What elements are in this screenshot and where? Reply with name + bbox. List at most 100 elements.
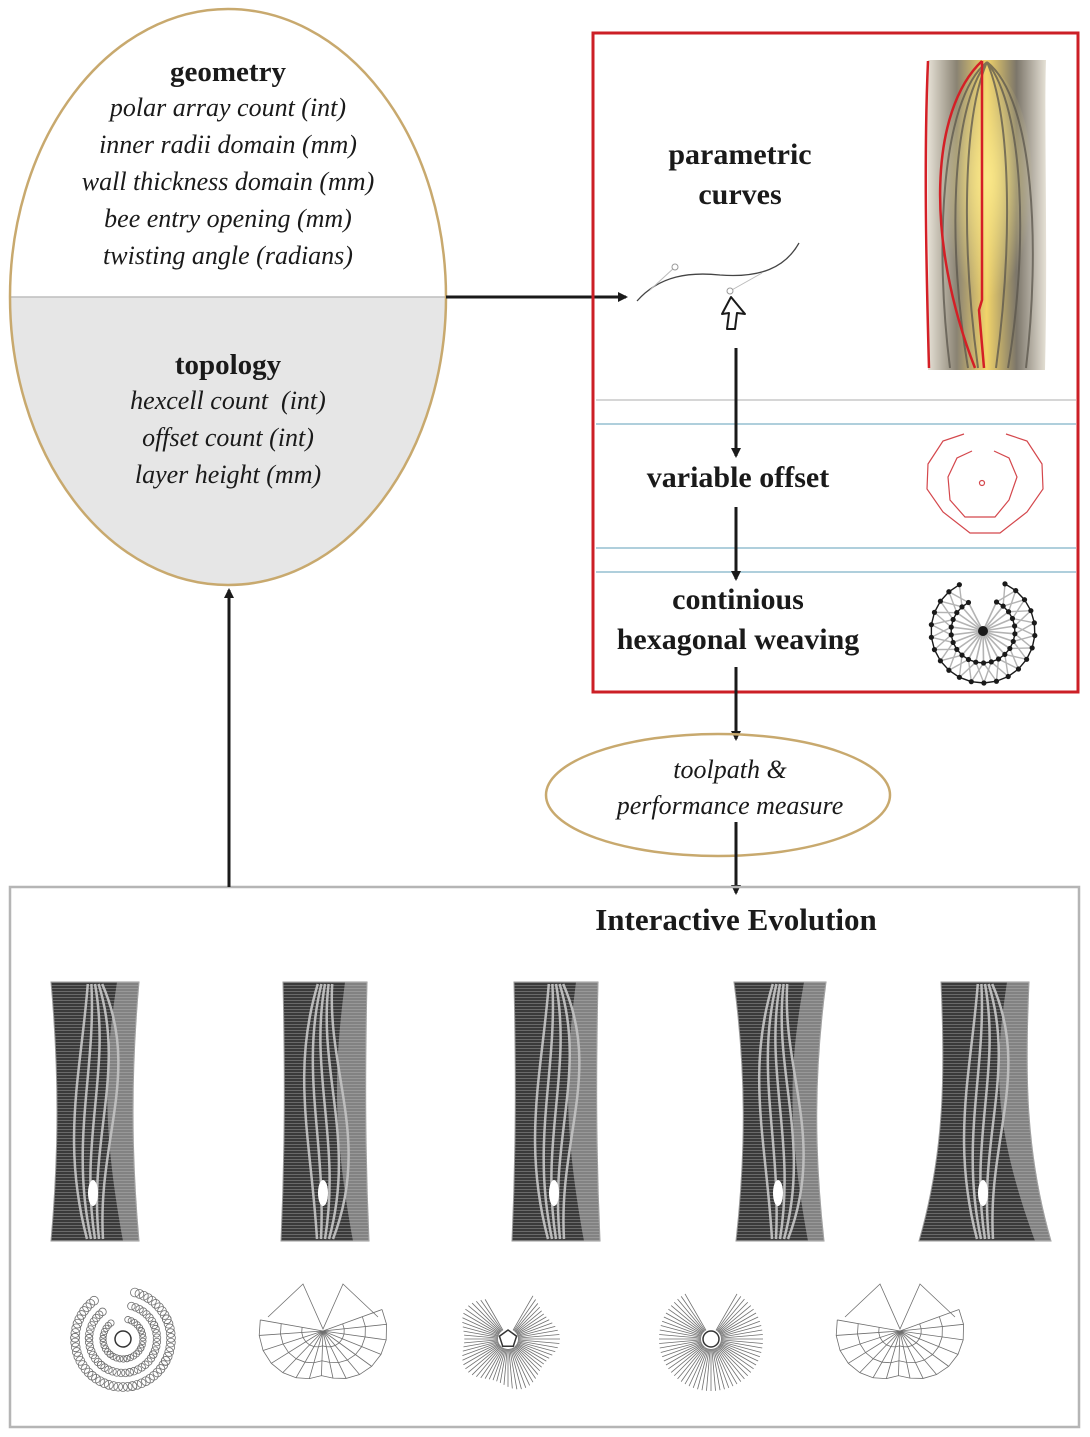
weave-node xyxy=(965,656,972,663)
bee-entry-opening xyxy=(549,1180,559,1206)
topology-param: offset count (int) xyxy=(142,423,314,452)
weave-node xyxy=(1000,603,1006,609)
evolution-column-5 xyxy=(918,981,1052,1242)
bee-entry-opening xyxy=(88,1180,98,1206)
weave-node xyxy=(1021,597,1028,603)
weave-node xyxy=(959,652,965,658)
offset-decagon-icon xyxy=(926,433,1044,534)
weave-spoke xyxy=(982,630,1011,650)
weave-link xyxy=(1011,599,1026,619)
weave-link xyxy=(931,626,952,638)
weave-node xyxy=(1028,608,1034,614)
weave-spoke xyxy=(975,630,984,663)
weave-spoke xyxy=(956,611,984,632)
weave-link xyxy=(958,584,963,607)
weave-spoke xyxy=(982,601,998,632)
weave-node xyxy=(954,646,960,652)
weave-link xyxy=(1012,617,1035,624)
weave-node xyxy=(1015,666,1022,672)
evolution-plan-5 xyxy=(835,1283,964,1379)
toolpath-line: performance measure xyxy=(616,791,844,820)
weave-node xyxy=(954,610,960,616)
weave-spoke xyxy=(982,630,985,664)
weave-node xyxy=(946,667,952,673)
topology-param: hexcell count (int) xyxy=(130,386,326,415)
weave-node xyxy=(993,678,1000,684)
step-label: variable offset xyxy=(646,461,830,494)
weave-spoke xyxy=(952,618,984,632)
weave-link xyxy=(948,591,969,604)
weave-spoke xyxy=(982,630,1000,660)
weave-node xyxy=(956,582,962,588)
topology-title: topology xyxy=(174,349,282,381)
weave-node xyxy=(965,599,972,606)
geometry-param: twisting angle (radians) xyxy=(103,241,353,270)
weave-spoke xyxy=(982,605,1004,632)
weave-link xyxy=(948,649,958,671)
weave-node xyxy=(988,659,994,665)
weave-spoke xyxy=(961,606,984,632)
weave-node xyxy=(1031,620,1037,626)
weave-link xyxy=(1004,654,1009,677)
evolution-column-1 xyxy=(50,981,140,1242)
weave-spoke xyxy=(982,630,1006,655)
weave-spoke xyxy=(951,630,984,636)
weave-link xyxy=(931,624,952,636)
weave-link xyxy=(1002,583,1006,607)
weave-link xyxy=(1008,609,1031,613)
weave-spoke xyxy=(967,602,984,632)
weave-node xyxy=(928,634,934,640)
weave-link xyxy=(998,658,1019,670)
evolution-plan-2 xyxy=(258,1283,387,1379)
weave-link xyxy=(948,591,958,613)
weave-link xyxy=(958,655,963,678)
bezier-curve-icon xyxy=(636,242,800,302)
weave-node xyxy=(950,616,956,623)
toolpath-label: toolpath & performance measure xyxy=(560,752,900,824)
weave-node xyxy=(1007,645,1013,652)
evolution-column-3 xyxy=(511,981,601,1242)
step-parametric-curves: parametric curves xyxy=(620,135,860,215)
weave-node xyxy=(948,624,954,630)
weave-link xyxy=(1012,640,1028,660)
weave-node xyxy=(959,604,965,610)
geometry-param: bee entry opening (mm) xyxy=(104,204,352,233)
rendered-column-image xyxy=(924,60,1047,370)
geometry-section: geometry polar array count (int) inner r… xyxy=(10,56,446,274)
weave-node xyxy=(946,589,952,595)
evolution-columns xyxy=(50,981,1052,1242)
weave-link xyxy=(958,661,977,678)
weave-center-node xyxy=(978,626,988,636)
weave-link xyxy=(996,589,1017,603)
weave-link xyxy=(1004,653,1027,661)
weave-link xyxy=(1007,590,1017,612)
evolution-plans xyxy=(70,1283,964,1392)
weave-node xyxy=(1029,645,1035,651)
weave-node xyxy=(956,674,962,680)
weave-spoke xyxy=(982,630,1015,635)
weave-spoke xyxy=(951,626,984,632)
pipeline-frame xyxy=(591,31,1080,694)
weave-spoke xyxy=(982,611,1010,632)
evolution-frame xyxy=(8,885,1081,1429)
weave-link xyxy=(933,611,952,628)
weave-link xyxy=(1014,622,1035,635)
weave-link xyxy=(982,662,998,682)
weave-spoke xyxy=(956,630,984,651)
topology-section: topology hexcell count (int) offset coun… xyxy=(10,349,446,493)
evolution-plan-3 xyxy=(462,1295,560,1390)
bee-entry-opening xyxy=(978,1180,988,1206)
weave-link xyxy=(1014,625,1036,637)
weave-node xyxy=(1005,673,1011,680)
hexagonal-weave-icon xyxy=(928,581,1038,686)
weave-link xyxy=(939,642,954,662)
weave-spoke xyxy=(961,630,984,656)
weave-node xyxy=(993,599,1000,605)
weave-node xyxy=(1012,631,1018,637)
weave-link xyxy=(933,634,952,651)
weave-spoke xyxy=(982,625,1015,632)
weave-node xyxy=(1012,623,1018,629)
weave-node xyxy=(968,679,974,685)
weave-link xyxy=(1014,633,1033,649)
